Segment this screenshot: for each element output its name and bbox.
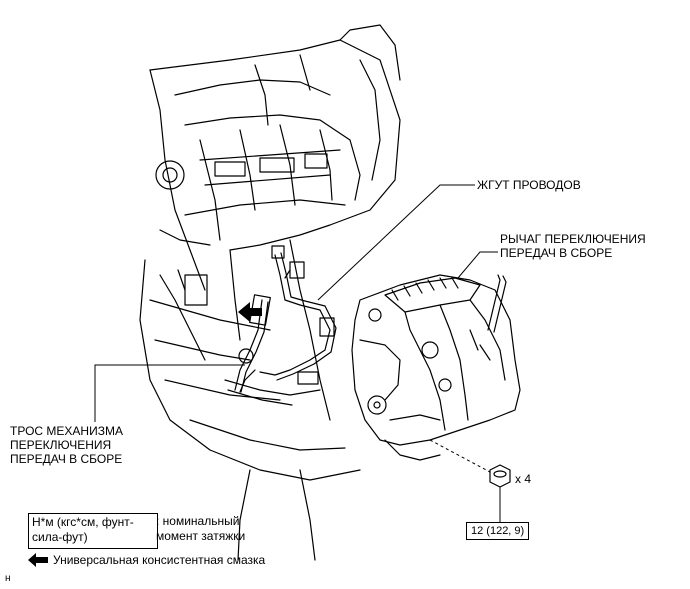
legend-torque-desc-line-1: : номинальный xyxy=(156,514,240,528)
legend-torque-description: : номинальный момент затяжки xyxy=(156,514,245,544)
leader-shift-lever xyxy=(457,251,498,279)
shift-cable-label-line-3: ПЕРЕДАЧ В СБОРЕ xyxy=(10,452,123,466)
shift-lever-art xyxy=(351,274,521,461)
nut-count-label: x 4 xyxy=(515,472,532,486)
dashboard-structure xyxy=(149,24,401,291)
nut-art xyxy=(489,464,511,488)
shift-lever-label-line-2: ПЕРЕДАЧ В СБОРЕ xyxy=(500,246,613,260)
leader-shift-cable xyxy=(94,364,245,422)
leader-lines xyxy=(94,184,501,522)
leader-nut-dashed xyxy=(429,439,491,473)
shift-cable-art xyxy=(224,294,321,406)
shift-cable-label-line-2: ПЕРЕКЛЮЧЕНИЯ xyxy=(10,438,112,452)
arrow-left-icon xyxy=(28,553,48,567)
legend-torque-units-box: Н*м (кгс*см, фунт- сила-фут) xyxy=(28,513,158,549)
leader-wire-harness xyxy=(317,184,475,301)
wire-harness-art xyxy=(239,245,337,393)
shift-cable-label-line-1: ТРОС МЕХАНИЗМА xyxy=(10,424,123,438)
floor-console xyxy=(139,239,361,561)
legend-grease-text: Универсальная консистентная смазка xyxy=(53,553,266,567)
torque-value-box: 12 (122, 9) xyxy=(466,522,530,540)
legend-torque-desc-line-2: момент затяжки xyxy=(156,529,246,543)
shift-lever-label-line-1: РЫЧАГ ПЕРЕКЛЮЧЕНИЯ xyxy=(500,232,646,246)
figure-letter: н xyxy=(5,573,11,584)
shift-lever-label: РЫЧАГ ПЕРЕКЛЮЧЕНИЯ ПЕРЕДАЧ В СБОРЕ xyxy=(500,232,646,260)
grease-arrow-icon xyxy=(238,302,262,322)
legend-torque-units-line-1: Н*м (кгс*см, фунт- xyxy=(32,515,134,529)
legend-torque-units-line-2: сила-фут) xyxy=(32,530,88,544)
wire-harness-label: ЖГУТ ПРОВОДОВ xyxy=(477,178,581,192)
shift-cable-label: ТРОС МЕХАНИЗМА ПЕРЕКЛЮЧЕНИЯ ПЕРЕДАЧ В СБ… xyxy=(10,424,123,466)
